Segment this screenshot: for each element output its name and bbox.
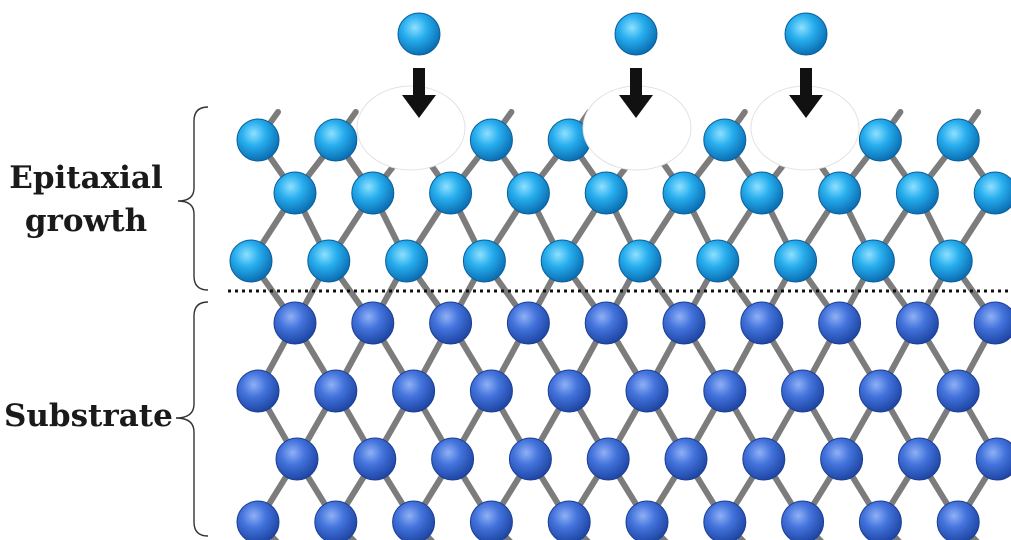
substrate-atom [586,437,630,481]
substrate-atom [236,369,280,413]
substrate-atom [897,437,941,481]
down-arrow-icon [789,68,823,118]
epitaxial-atom [314,118,358,162]
substrate-atom [547,369,591,413]
substrate-atom [625,369,669,413]
substrate-atom [936,369,980,413]
substrate-atom [742,437,786,481]
epitaxial-atom [229,239,273,283]
substrate-atom [275,437,319,481]
epitaxial-atom [936,118,980,162]
epitaxial-atom [696,239,740,283]
substrate-atom [547,500,591,540]
epitaxial-atom [307,239,351,283]
incoming-atom-group [784,12,828,118]
substrate-atom [975,437,1011,481]
epitaxial-bracket [177,106,209,291]
epitaxial-atom [703,118,747,162]
substrate-bracket [175,301,209,537]
substrate-atom [429,301,473,345]
epitaxial-atom [858,118,902,162]
substrate-atom [469,500,513,540]
epitaxial-atom [429,171,473,215]
substrate-atom [469,369,513,413]
incoming-atom [614,12,658,56]
epitaxial-atom [929,239,973,283]
epitaxial-atom [584,171,628,215]
substrate-atom [431,437,475,481]
epitaxial-growth-label: Epitaxial growth [0,157,172,243]
epitaxial-atom [774,239,818,283]
epitaxial-label-line1: Epitaxial [9,160,163,196]
epitaxial-atom [618,239,662,283]
lattice-atoms [229,118,1011,540]
substrate-atom [506,301,550,345]
epitaxial-atom [385,239,429,283]
incoming-atom [397,12,441,56]
epitaxial-atom [540,239,584,283]
substrate-atom [703,500,747,540]
substrate-atom [781,369,825,413]
substrate-atom [508,437,552,481]
substrate-atom [973,301,1011,345]
substrate-atom [625,500,669,540]
substrate-atom [392,369,436,413]
substrate-atom [740,301,784,345]
substrate-atom [895,301,939,345]
lattice-vacancies [356,85,860,171]
substrate-label: Substrate [4,398,173,434]
epitaxial-atom [662,171,706,215]
substrate-atom [858,500,902,540]
epitaxial-atom [462,239,506,283]
epitaxial-atom [740,171,784,215]
incoming-atom-group [614,12,658,118]
epitaxial-atom [469,118,513,162]
substrate-atom [662,301,706,345]
substrate-atom [858,369,902,413]
substrate-atom [314,500,358,540]
substrate-atom [273,301,317,345]
incoming-atom-group [397,12,441,118]
incoming-atom [784,12,828,56]
substrate-atom [936,500,980,540]
epitaxial-atom [236,118,280,162]
substrate-atom [664,437,708,481]
epitaxial-atom [895,171,939,215]
substrate-atom [314,369,358,413]
substrate-atom [353,437,397,481]
down-arrow-icon [402,68,436,118]
epitaxial-atom [818,171,862,215]
vacancy-site [356,85,466,171]
substrate-atom [584,301,628,345]
epitaxial-label-line2: growth [24,203,148,239]
down-arrow-icon [619,68,653,118]
epitaxial-atom [273,171,317,215]
substrate-atom [703,369,747,413]
substrate-atom [818,301,862,345]
substrate-atom [351,301,395,345]
substrate-atom [392,500,436,540]
epitaxial-atom [973,171,1011,215]
substrate-atom [781,500,825,540]
epitaxial-atom [351,171,395,215]
substrate-atom [820,437,864,481]
substrate-atom [236,500,280,540]
epitaxial-atom [851,239,895,283]
epitaxial-atom [506,171,550,215]
incoming-atoms [397,12,828,118]
